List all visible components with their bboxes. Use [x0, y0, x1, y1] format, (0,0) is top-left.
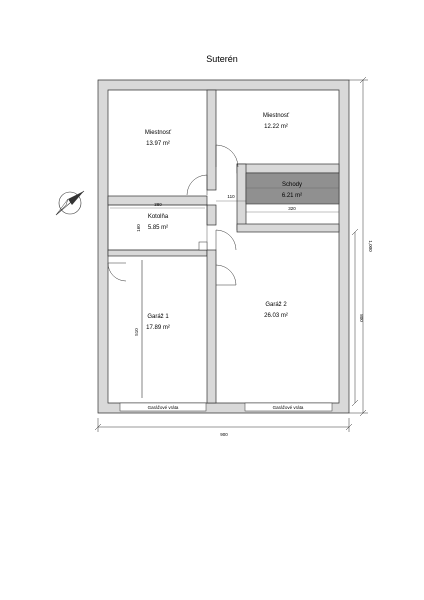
garage1-area: 17.89 m²: [146, 325, 170, 331]
stairs-name: Schody: [282, 182, 302, 188]
door-garage2: [215, 264, 237, 286]
dim-corridor: 110: [227, 194, 235, 199]
dim-right-inner: 800: [359, 314, 364, 322]
garage2-name: Garáž 2: [265, 302, 287, 308]
room1-name: Miestnosť: [145, 130, 172, 136]
door-corridor: [215, 229, 237, 251]
garage1-name: Garáž 1: [147, 314, 169, 320]
boiler-unit: [198, 241, 208, 251]
gate-left-label: Garážové vráta: [148, 405, 179, 410]
internal-dimensions: 110 380 160 320 510: [110, 194, 339, 336]
garage-gate-left: [119, 402, 207, 412]
gate-right-label: Garážové vráta: [273, 405, 304, 410]
door-garage1: [107, 262, 127, 282]
plan-title: Suterén: [206, 54, 238, 64]
garage-gates: Garážové vráta Garážové vráta: [119, 402, 333, 412]
north-arrow-icon: [55, 190, 85, 216]
door-room2: [215, 144, 239, 168]
garage2-area: 26.03 m²: [264, 313, 288, 319]
dim-garage1-side: 510: [134, 328, 139, 336]
dim-boiler-top: 380: [154, 202, 162, 207]
stairs-area: 6.21 m²: [282, 193, 302, 199]
boiler-room: [107, 204, 208, 251]
dim-total-width: 900: [220, 432, 228, 437]
dim-stairs-width: 320: [288, 206, 296, 211]
dim-boiler-side: 160: [136, 224, 141, 232]
garage-gate-right: [244, 402, 333, 412]
walls: [97, 79, 350, 414]
door-room1: [186, 174, 208, 196]
boiler-name: Kotolňa: [148, 214, 169, 220]
exterior-dimensions: [94, 76, 368, 432]
stairs: [245, 172, 340, 205]
room2-name: Miestnosť: [263, 113, 290, 119]
room-labels: Miestnosť 13.97 m² Miestnosť 12.22 m² Sc…: [145, 113, 302, 331]
doors: [107, 144, 239, 286]
dim-right-outer: 1,000: [368, 240, 373, 252]
boiler-area: 5.85 m²: [148, 225, 168, 231]
room1-area: 13.97 m²: [146, 141, 170, 147]
room2-area: 12.22 m²: [264, 124, 288, 130]
